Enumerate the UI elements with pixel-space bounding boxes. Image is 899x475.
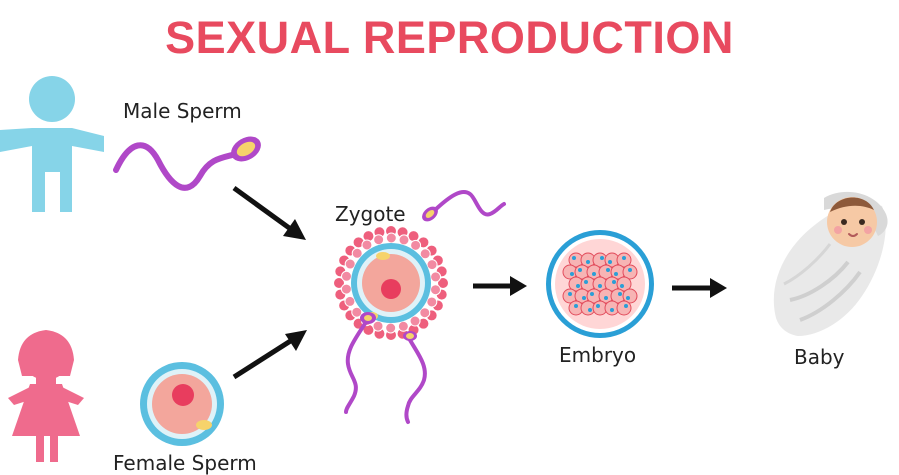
- follicle-cell: [429, 284, 441, 296]
- male-sperm-icon: [113, 136, 261, 191]
- follicle-cell: [426, 259, 438, 271]
- follicle-cell: [344, 258, 356, 270]
- embryo-cell-nucleus: [610, 308, 614, 312]
- female-figure-icon: [8, 330, 84, 462]
- zygote-icon: [333, 225, 449, 341]
- embryo-cell-nucleus: [606, 268, 610, 272]
- embryo-cell-nucleus: [590, 292, 594, 296]
- follicle-cell: [410, 239, 422, 251]
- female-sperm-label: Female Sperm: [113, 451, 257, 475]
- embryo-cell-nucleus: [568, 292, 572, 296]
- follicle-cell: [340, 283, 352, 295]
- follicle-cell: [419, 248, 431, 260]
- embryo-cell-nucleus: [586, 260, 590, 264]
- embryo-cell-nucleus: [614, 272, 618, 276]
- embryo-cell: [616, 300, 632, 316]
- arrow-male-to-zygote: [232, 185, 306, 240]
- embryo-cell-nucleus: [592, 272, 596, 276]
- follicle-cell: [385, 232, 397, 244]
- embryo-cell-nucleus: [620, 284, 624, 288]
- embryo-cell-nucleus: [618, 292, 622, 296]
- follicle-cell: [397, 320, 409, 332]
- male-figure-icon: [0, 76, 104, 212]
- embryo-cell-nucleus: [588, 308, 592, 312]
- baby-icon: [773, 191, 888, 336]
- embryo-cell-nucleus: [612, 280, 616, 284]
- zygote-label: Zygote: [335, 202, 406, 226]
- follicle-cell: [373, 234, 385, 246]
- embryo-cell-nucleus: [604, 296, 608, 300]
- follicle-cell: [341, 270, 353, 282]
- page-title: SEXUAL REPRODUCTION: [165, 12, 734, 63]
- embryo-cell-nucleus: [600, 256, 604, 260]
- follicle-cell: [419, 307, 431, 319]
- embryo-cell-nucleus: [624, 304, 628, 308]
- embryo-cell: [616, 276, 632, 292]
- follicle-cell: [344, 295, 356, 307]
- embryo-cell-nucleus: [628, 268, 632, 272]
- baby-label: Baby: [794, 345, 845, 369]
- male-sperm-label: Male Sperm: [123, 99, 242, 123]
- arrow-female-to-zygote: [232, 330, 307, 380]
- follicle-cell: [351, 247, 363, 259]
- follicle-cell: [409, 315, 421, 327]
- embryo-cell: [622, 288, 638, 304]
- follicle-cell: [426, 296, 438, 308]
- embryo-cell-nucleus: [626, 296, 630, 300]
- follicle-cell: [385, 322, 397, 334]
- embryo-cell-nucleus: [596, 304, 600, 308]
- embryo-cell-nucleus: [570, 272, 574, 276]
- embryo-cell-nucleus: [598, 284, 602, 288]
- follicle-cell: [333, 277, 345, 289]
- egg-cell-icon: [140, 362, 224, 446]
- arrow-embryo-to-baby: [672, 278, 727, 298]
- embryo-cell-nucleus: [578, 268, 582, 272]
- follicle-cell: [351, 306, 363, 318]
- embryo-cell-nucleus: [576, 284, 580, 288]
- embryo-cell-nucleus: [608, 260, 612, 264]
- embryo-icon: [546, 230, 654, 338]
- follicle-cell: [407, 230, 420, 243]
- embryo-cell-nucleus: [572, 256, 576, 260]
- follicle-cell: [437, 277, 449, 289]
- zygote-sperm-bottom-left-icon: [344, 312, 376, 414]
- zygote-sperm-bottom-right-icon: [403, 331, 427, 424]
- embryo-cell-nucleus: [622, 256, 626, 260]
- follicle-cell: [372, 320, 384, 332]
- embryo-cell-nucleus: [584, 280, 588, 284]
- embryo-cell-nucleus: [582, 296, 586, 300]
- follicle-cell: [398, 234, 410, 246]
- arrow-zygote-to-embryo: [473, 276, 527, 296]
- embryo-label: Embryo: [559, 343, 637, 367]
- embryo-cell-nucleus: [574, 304, 578, 308]
- zygote-sperm-top-icon: [422, 190, 506, 222]
- follicle-cell: [361, 239, 373, 251]
- follicle-cell: [430, 271, 442, 283]
